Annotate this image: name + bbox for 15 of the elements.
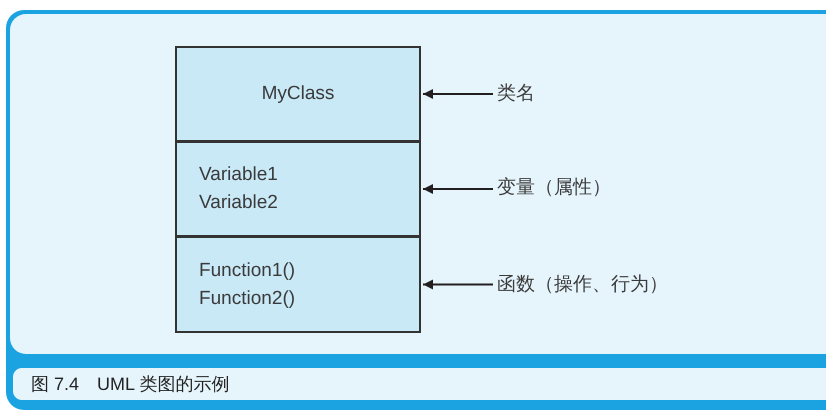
figure-caption: 图 7.4 UML 类图的示例 (12, 367, 826, 401)
attribute-text: Variable1 (199, 163, 278, 187)
class-name-compartment (175, 46, 421, 142)
arrow (423, 184, 493, 194)
annotation-label: 类名 (497, 80, 535, 108)
attribute-compartment (175, 141, 421, 237)
operation-text: Function2() (199, 286, 296, 310)
attribute-text: Variable2 (199, 191, 278, 215)
operation-text: Function1() (199, 258, 296, 282)
annotation-label: 变量（属性） (497, 174, 611, 202)
annotation-label: 函数（操作、行为） (497, 271, 668, 299)
arrow (423, 89, 493, 99)
class-name: MyClass (262, 82, 334, 106)
arrow (423, 280, 493, 290)
operation-compartment (175, 236, 421, 333)
